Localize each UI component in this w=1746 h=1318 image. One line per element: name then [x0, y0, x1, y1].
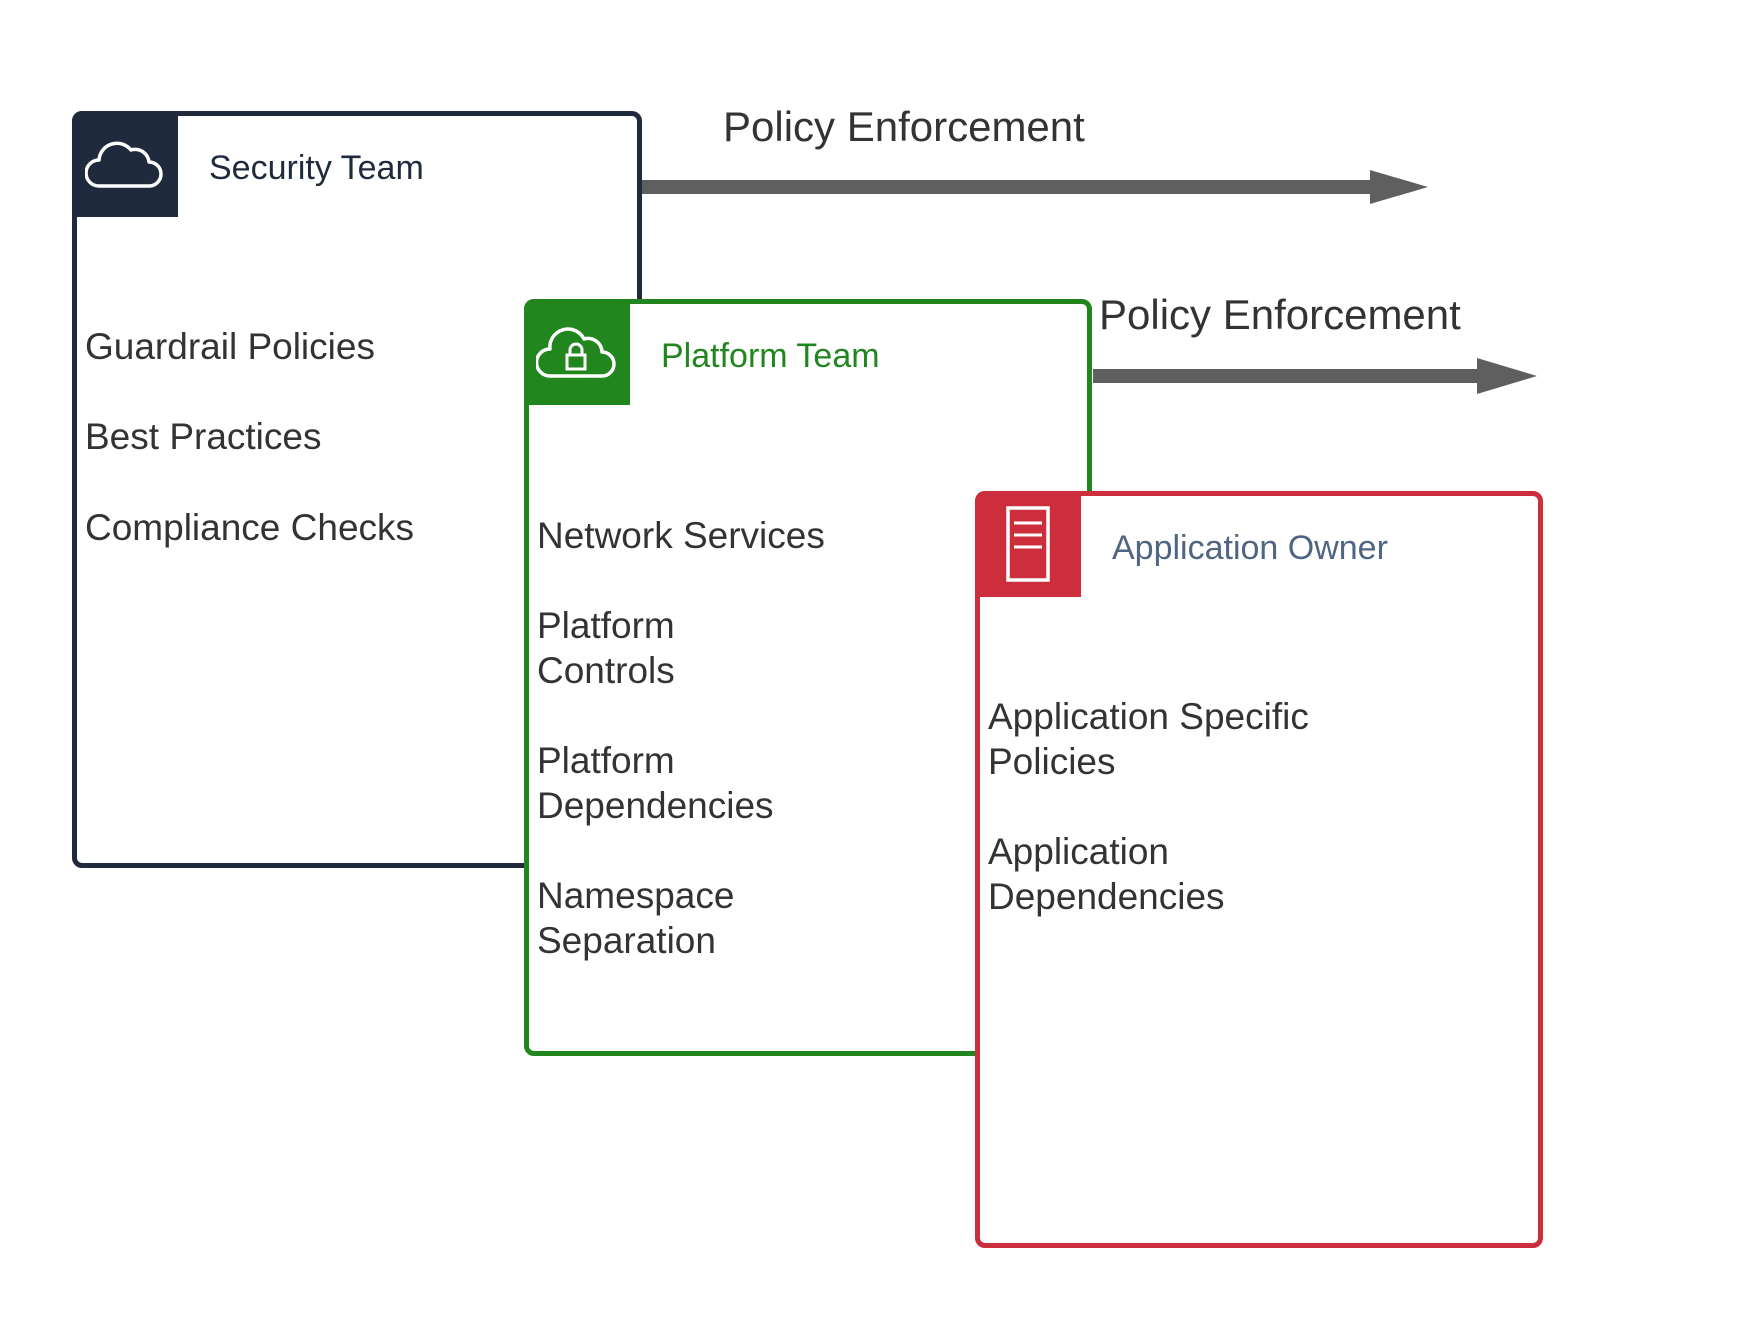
arrow-security-policy-enforcement — [640, 170, 1428, 204]
server-icon — [1006, 506, 1050, 582]
list-item: Best Practices — [85, 416, 322, 457]
cloud-icon — [85, 141, 163, 188]
list-item: Compliance Checks — [85, 507, 415, 548]
group-icon-tile — [72, 111, 178, 217]
list-item: Guardrail Policies — [85, 326, 375, 367]
group-title: Application Owner — [1112, 529, 1388, 567]
arrow-label-platform: Policy Enforcement — [1099, 291, 1461, 338]
group-title: Platform Team — [661, 337, 880, 375]
group-icon-tile — [975, 491, 1081, 597]
group-icon-tile — [524, 299, 630, 405]
group-title: Security Team — [209, 149, 424, 187]
cloud-lock-icon — [536, 327, 616, 378]
list-item: Network Services — [537, 515, 825, 556]
arrow-label-security: Policy Enforcement — [723, 103, 1085, 150]
arrow-platform-policy-enforcement — [1093, 358, 1537, 394]
